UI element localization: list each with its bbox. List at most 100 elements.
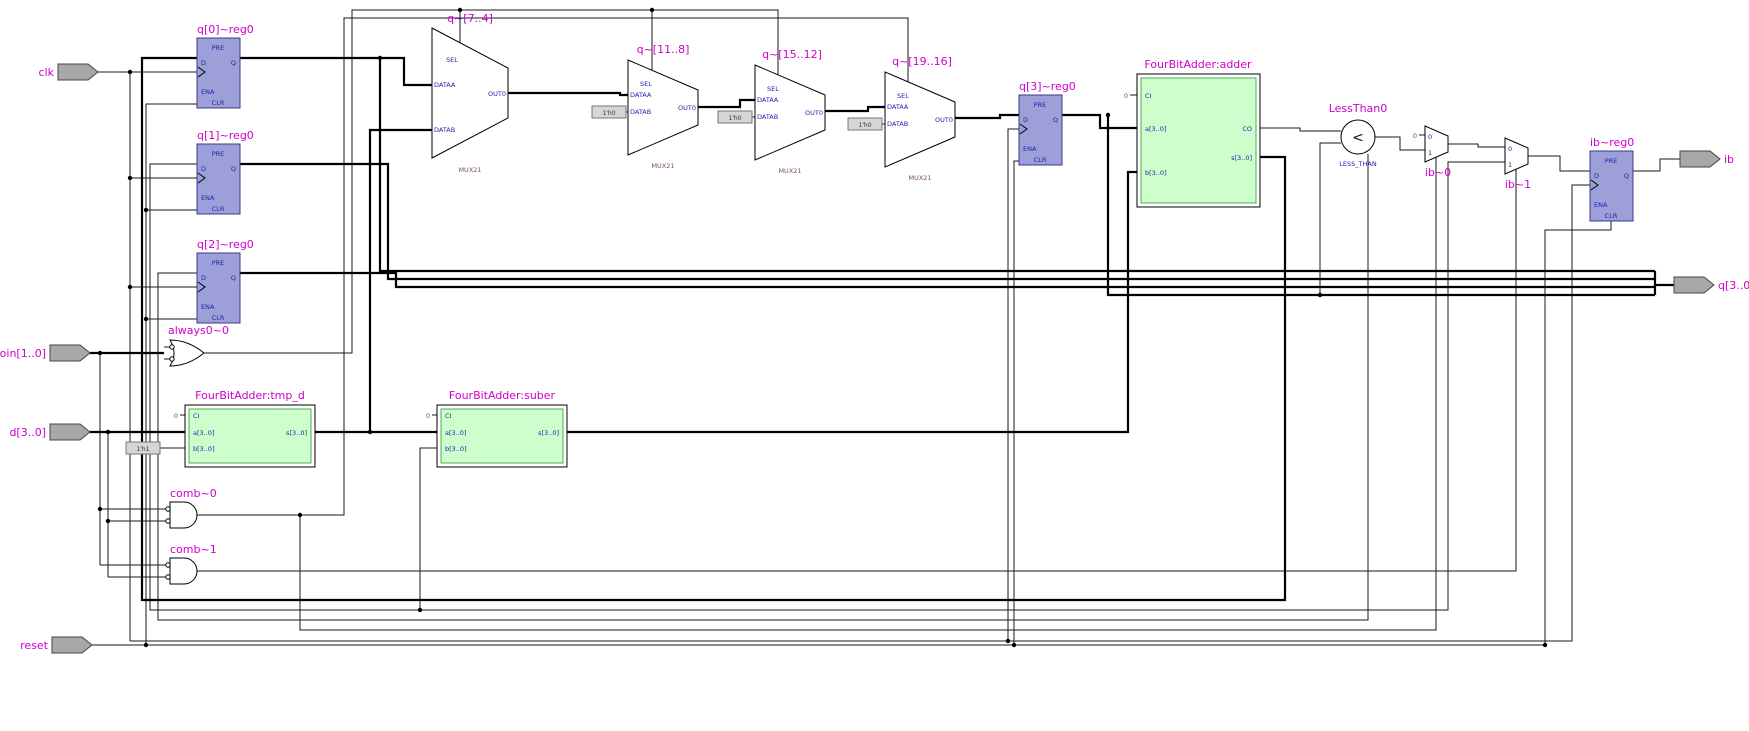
wire[interactable] bbox=[368, 128, 432, 432]
gate-comb1 bbox=[165, 557, 198, 585]
register-ib[interactable] bbox=[1589, 150, 1634, 222]
wire[interactable] bbox=[652, 9, 779, 75]
wire[interactable] bbox=[204, 9, 461, 354]
comparator-symbol: < bbox=[1352, 130, 1364, 146]
wire[interactable] bbox=[1106, 115, 1655, 297]
wire[interactable] bbox=[1544, 219, 1612, 645]
comparator-body[interactable] bbox=[1340, 119, 1376, 155]
wire[interactable] bbox=[955, 113, 1019, 120]
register-q1-title: q[1]~reg0 bbox=[197, 129, 254, 142]
register-ib-title: ib~reg0 bbox=[1590, 136, 1634, 149]
junction-dot bbox=[127, 284, 133, 290]
wire[interactable] bbox=[197, 143, 1517, 572]
constant-box[interactable] bbox=[847, 117, 883, 131]
wire[interactable] bbox=[145, 103, 197, 645]
wire[interactable] bbox=[1260, 127, 1341, 132]
wire[interactable] bbox=[1007, 128, 1019, 641]
inverter-bubble-icon bbox=[169, 356, 175, 362]
constant-label: 1'h0 bbox=[602, 110, 615, 117]
junction-dot bbox=[377, 55, 383, 61]
constant-box[interactable] bbox=[591, 105, 627, 119]
wire[interactable] bbox=[1448, 143, 1505, 148]
wire[interactable] bbox=[140, 56, 1287, 602]
constant-box[interactable] bbox=[125, 441, 161, 455]
wire[interactable] bbox=[157, 154, 1369, 621]
junction-dot bbox=[1105, 112, 1111, 118]
small-mux-ib1[interactable] bbox=[1504, 137, 1529, 175]
wire[interactable] bbox=[825, 105, 885, 113]
input-pin-reset[interactable] bbox=[51, 636, 93, 654]
input-pin-inscoin-label: inscoin[1..0] bbox=[0, 347, 46, 360]
register-q0-title: q[0]~reg0 bbox=[197, 23, 254, 36]
wire[interactable] bbox=[1319, 142, 1341, 295]
register-q3[interactable] bbox=[1018, 94, 1063, 166]
inverter-bubble-icon bbox=[165, 518, 171, 524]
junction-dot bbox=[143, 316, 149, 322]
junction-dot bbox=[457, 7, 463, 13]
wire[interactable] bbox=[240, 271, 1655, 289]
mux-port-datab: DATAB bbox=[434, 126, 455, 134]
adder-block-body[interactable] bbox=[1140, 77, 1257, 204]
wire[interactable] bbox=[378, 58, 1655, 273]
register-q1[interactable] bbox=[196, 143, 241, 215]
wire[interactable] bbox=[240, 162, 1655, 281]
block-port-co: CO bbox=[1242, 125, 1252, 133]
and-gate-icon[interactable] bbox=[169, 557, 198, 585]
mux-q11-8[interactable] bbox=[627, 59, 699, 171]
output-pin-q[interactable] bbox=[1673, 276, 1715, 294]
small-mux-ib0[interactable] bbox=[1424, 125, 1449, 163]
gate-always0 bbox=[169, 339, 205, 367]
register-q2-title: q[2]~reg0 bbox=[197, 238, 254, 251]
wire[interactable] bbox=[698, 98, 755, 109]
block-suber[interactable] bbox=[436, 404, 568, 468]
wire[interactable] bbox=[149, 161, 1505, 611]
constant-label: 1'h0 bbox=[728, 115, 741, 122]
mux-port-out: OUT0 bbox=[488, 90, 506, 98]
wire[interactable] bbox=[567, 170, 1137, 434]
mux-q19-16[interactable] bbox=[884, 71, 956, 183]
wire[interactable] bbox=[197, 17, 909, 516]
mux-q15-12-title: q~[15..12] bbox=[762, 48, 822, 61]
mux-q7-4: SEL DATAA DATAB OUT0 MUX21 bbox=[431, 27, 509, 174]
gate-comb0-title: comb~0 bbox=[170, 487, 217, 500]
block-suber-title: FourBitAdder:suber bbox=[449, 389, 556, 402]
block-port-s: s[3..0] bbox=[1231, 154, 1252, 162]
block-port-ci: CI bbox=[1145, 92, 1152, 100]
junctions bbox=[97, 7, 1548, 648]
and-gate-icon[interactable] bbox=[169, 501, 198, 529]
wire[interactable] bbox=[299, 131, 1437, 631]
output-pin-ib-label: ib bbox=[1724, 153, 1734, 166]
junction-dot bbox=[417, 607, 423, 613]
input-pin-d[interactable] bbox=[49, 423, 91, 441]
wire[interactable] bbox=[240, 56, 432, 87]
block-tmp-d[interactable] bbox=[184, 404, 316, 468]
constant-label: 1'h1 bbox=[136, 446, 149, 453]
or-gate-icon[interactable] bbox=[169, 339, 205, 367]
constant-zero-bit: 0 bbox=[426, 412, 430, 420]
wire[interactable] bbox=[130, 184, 1590, 642]
constant-label: 1'h0 bbox=[858, 122, 871, 129]
register-q2[interactable] bbox=[196, 252, 241, 324]
register-q0[interactable] bbox=[196, 37, 241, 109]
wire[interactable] bbox=[1375, 136, 1425, 151]
input-pin-inscoin[interactable] bbox=[49, 344, 91, 362]
constant-box[interactable] bbox=[717, 110, 753, 124]
wire[interactable] bbox=[1528, 155, 1590, 172]
mux-q15-12[interactable] bbox=[754, 64, 826, 176]
junction-dot bbox=[1005, 638, 1011, 644]
constant-zero-bit: 0 bbox=[1413, 132, 1417, 140]
input-pin-reset-label: reset bbox=[20, 639, 49, 652]
mux-body[interactable] bbox=[431, 27, 509, 159]
wire[interactable] bbox=[1062, 113, 1137, 130]
input-pin-clk[interactable] bbox=[57, 63, 99, 81]
inverter-bubble-icon bbox=[165, 506, 171, 512]
wire[interactable] bbox=[419, 447, 437, 610]
wire[interactable] bbox=[1013, 160, 1019, 645]
output-pin-ib[interactable] bbox=[1679, 150, 1721, 168]
junction-dot bbox=[649, 7, 655, 13]
wire[interactable] bbox=[508, 91, 628, 97]
input-pin-d-label: d[3..0] bbox=[9, 426, 46, 439]
wire[interactable] bbox=[1633, 158, 1680, 172]
junction-dot bbox=[127, 69, 133, 75]
